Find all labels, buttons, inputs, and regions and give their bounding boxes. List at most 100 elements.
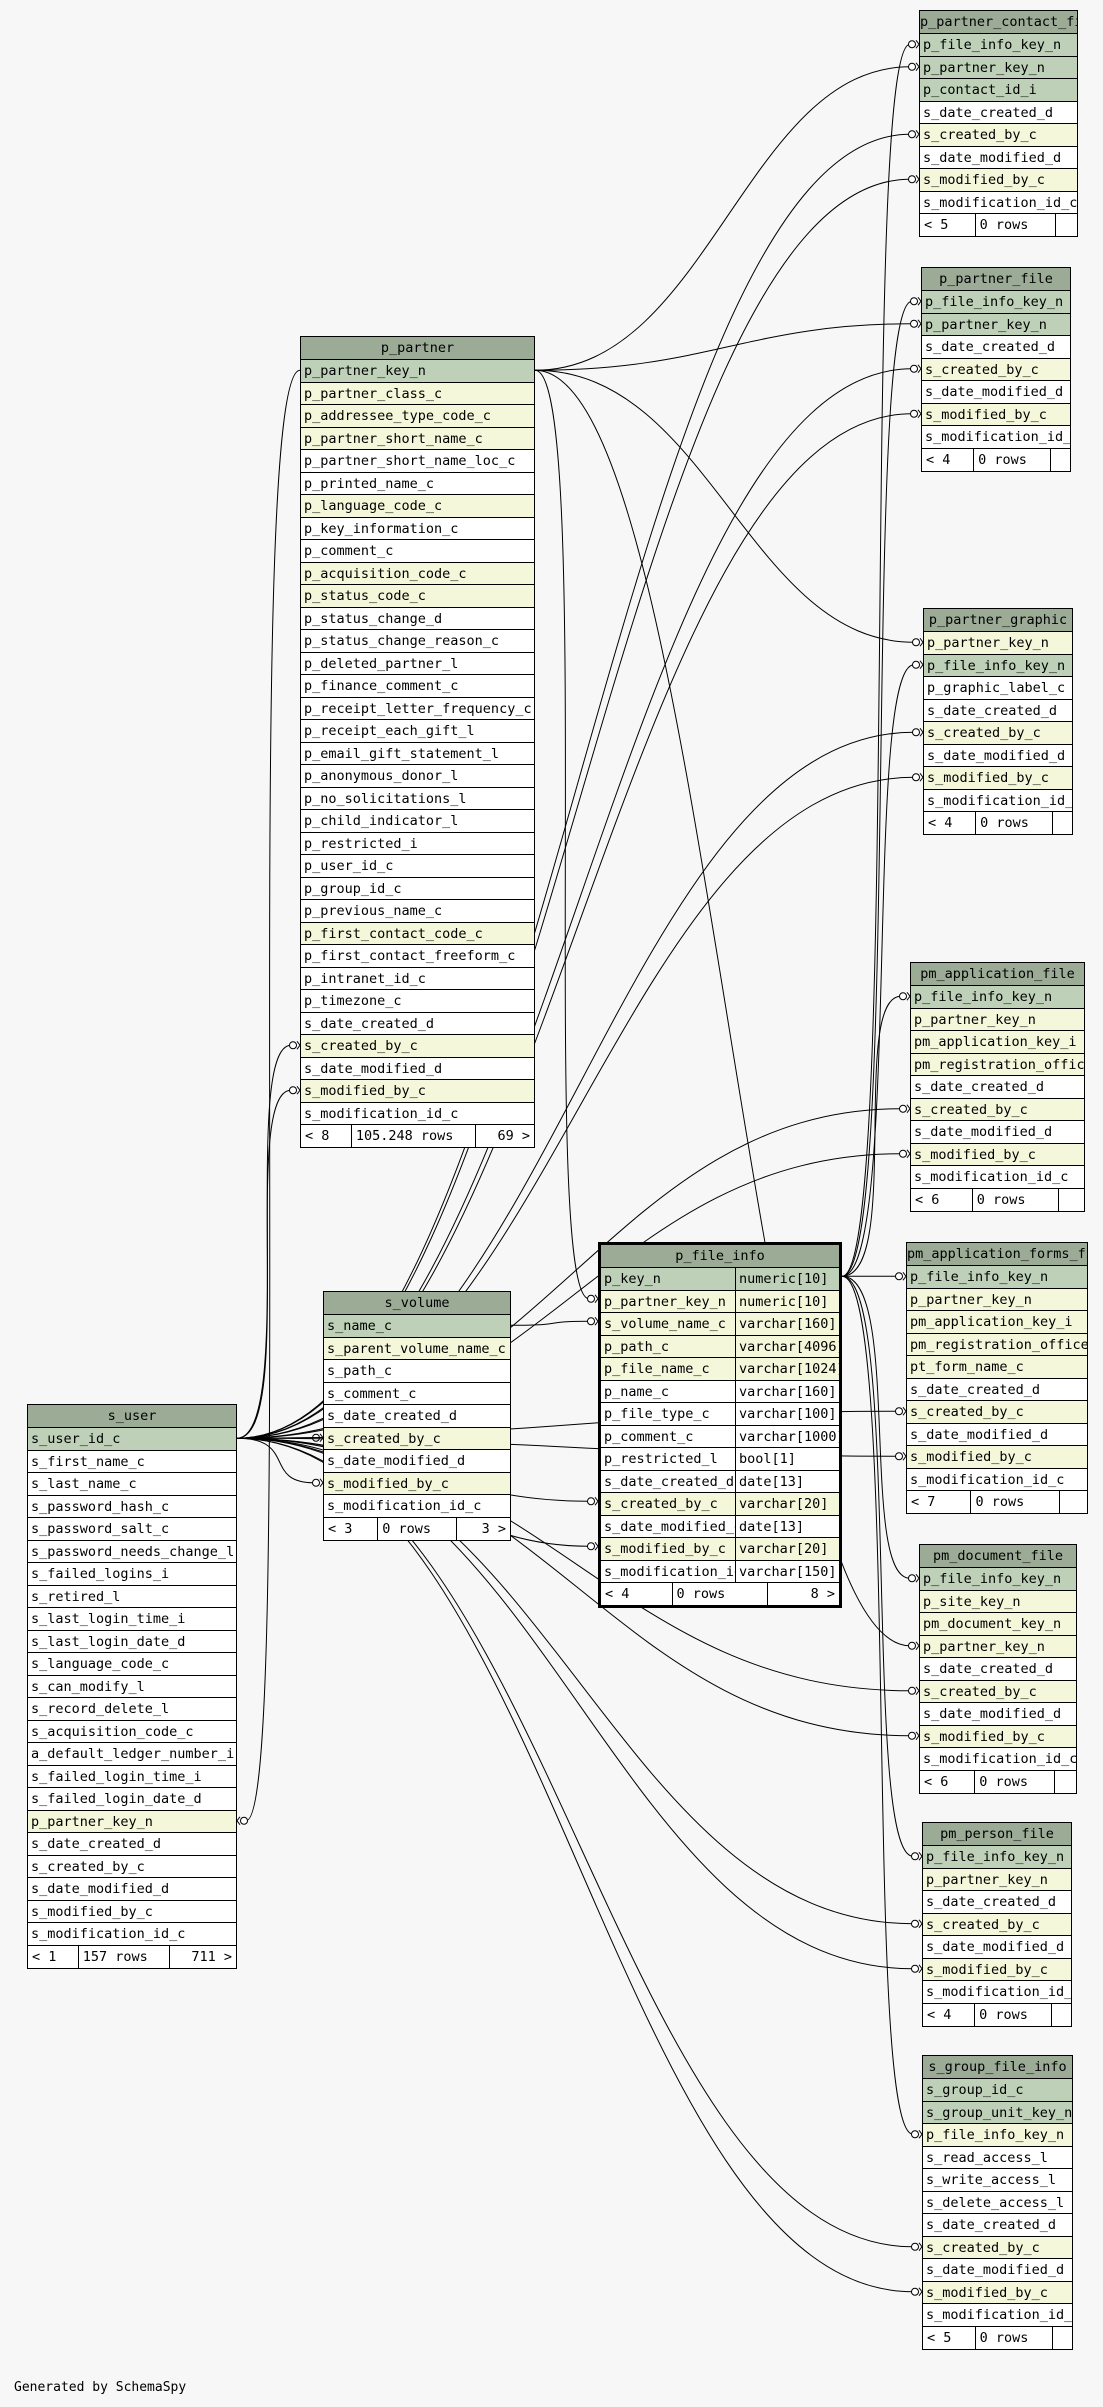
- column-row-p-printed-name-c[interactable]: p_printed_name_c: [301, 472, 534, 495]
- column-row-s-modified-by-c[interactable]: s_modified_by_c: [301, 1080, 534, 1103]
- column-row-s-date-modified-d[interactable]: s_date_modified_d: [301, 1057, 534, 1080]
- column-row-s-date-created-d[interactable]: s_date_created_d: [922, 336, 1070, 359]
- column-row-s-last-login-date-d[interactable]: s_last_login_date_d: [28, 1630, 236, 1653]
- column-row-p-child-indicator-l[interactable]: p_child_indicator_l: [301, 810, 534, 833]
- column-row-p-file-info-key-n[interactable]: p_file_info_key_n: [920, 1568, 1076, 1591]
- column-row-s-date-modified-d[interactable]: s_date_modified_d: [920, 146, 1077, 169]
- column-row-s-date-created-d[interactable]: s_date_created_d: [301, 1012, 534, 1035]
- column-row-s-date-modified-d[interactable]: s_date_modified_d: [924, 744, 1072, 767]
- column-row-p-status-change-reason-c[interactable]: p_status_change_reason_c: [301, 630, 534, 653]
- column-row-s-date-modified-d[interactable]: s_date_modified_d: [911, 1121, 1084, 1144]
- column-row-p-comment-c[interactable]: p_comment_c: [301, 540, 534, 563]
- column-row-p-file-info-key-n[interactable]: p_file_info_key_n: [922, 291, 1070, 314]
- column-row-s-date-created-d[interactable]: s_date_created_d: [923, 2214, 1072, 2237]
- column-row-p-contact-id-i[interactable]: p_contact_id_i: [920, 79, 1077, 102]
- column-row-s-modification-id-c[interactable]: s_modification_id_c: [324, 1495, 510, 1518]
- column-row-p-status-code-c[interactable]: p_status_code_c: [301, 585, 534, 608]
- column-row-p-addressee-type-code-c[interactable]: p_addressee_type_code_c: [301, 405, 534, 428]
- column-row-s-modified-by-c[interactable]: s_modified_by_c: [920, 1725, 1076, 1748]
- column-row-p-file-info-key-n[interactable]: p_file_info_key_n: [911, 986, 1084, 1009]
- column-row-s-modified-by-c[interactable]: s_modified_by_c: [924, 767, 1072, 790]
- table-pm_application_forms_file[interactable]: pm_application_forms_filep_file_info_key…: [906, 1242, 1088, 1514]
- column-row-p-finance-comment-c[interactable]: p_finance_comment_c: [301, 675, 534, 698]
- column-row-s-name-c[interactable]: s_name_c: [324, 1315, 510, 1338]
- column-row-s-group-unit-key-n[interactable]: s_group_unit_key_n: [923, 2101, 1072, 2124]
- table-title[interactable]: p_partner_graphic: [924, 609, 1072, 632]
- table-title[interactable]: pm_application_forms_file: [907, 1243, 1087, 1266]
- column-row-p-partner-key-n[interactable]: p_partner_key_n: [923, 1868, 1071, 1891]
- column-row-pm-registration-office-n[interactable]: pm_registration_office_n: [907, 1333, 1087, 1356]
- column-row-s-write-access-l[interactable]: s_write_access_l: [923, 2169, 1072, 2192]
- column-row-s-modification-id-c[interactable]: s_modification_id_c: [922, 426, 1070, 449]
- column-row-s-date-modified-d[interactable]: s_date_modified_d: [923, 2259, 1072, 2282]
- column-row-s-created-by-c[interactable]: s_created_by_c: [923, 1913, 1071, 1936]
- column-row-s-failed-login-date-d[interactable]: s_failed_login_date_d: [28, 1788, 236, 1811]
- column-row-p-partner-key-n[interactable]: p_partner_key_n: [911, 1008, 1084, 1031]
- column-row-s-created-by-c[interactable]: s_created_by_c: [324, 1427, 510, 1450]
- column-row-p-previous-name-c[interactable]: p_previous_name_c: [301, 900, 534, 923]
- column-row-s-date-created-d[interactable]: s_date_created_d: [924, 699, 1072, 722]
- column-row-s-created-by-c[interactable]: s_created_by_c: [907, 1401, 1087, 1424]
- column-row-s-created-by-c[interactable]: s_created_by_c: [920, 124, 1077, 147]
- column-row-s-password-needs-change-l[interactable]: s_password_needs_change_l: [28, 1540, 236, 1563]
- column-row-p-file-info-key-n[interactable]: p_file_info_key_n: [907, 1266, 1087, 1289]
- table-title[interactable]: p_partner_contact_file: [920, 11, 1077, 34]
- column-row-s-modified-by-c[interactable]: s_modified_by_c: [923, 2281, 1072, 2304]
- column-row-p-site-key-n[interactable]: p_site_key_n: [920, 1590, 1076, 1613]
- column-row-p-timezone-c[interactable]: p_timezone_c: [301, 990, 534, 1013]
- column-row-p-graphic-label-c[interactable]: p_graphic_label_c: [924, 677, 1072, 700]
- column-row-s-modification-id-c[interactable]: s_modification_id_c: [924, 789, 1072, 812]
- column-row-s-failed-logins-i[interactable]: s_failed_logins_i: [28, 1563, 236, 1586]
- column-row-s-modified-by-c[interactable]: s_modified_by_c: [324, 1472, 510, 1495]
- column-row-p-first-contact-code-c[interactable]: p_first_contact_code_c: [301, 922, 534, 945]
- column-row-s-user-id-c[interactable]: s_user_id_c: [28, 1428, 236, 1451]
- column-row-s-created-by-c[interactable]: s_created_by_c: [923, 2236, 1072, 2259]
- column-row-s-date-modified-d[interactable]: s_date_modified_d: [324, 1450, 510, 1473]
- table-title[interactable]: s_volume: [324, 1292, 510, 1315]
- column-row-p-first-contact-freeform-c[interactable]: p_first_contact_freeform_c: [301, 945, 534, 968]
- column-row-s-date-created-d[interactable]: s_date_created_d: [28, 1833, 236, 1856]
- column-row-s-created-by-c[interactable]: s_created_by_c: [301, 1035, 534, 1058]
- column-row-s-modified-by-c[interactable]: s_modified_by_c: [923, 1958, 1071, 1981]
- column-row-s-created-by-c[interactable]: s_created_by_c: [924, 722, 1072, 745]
- column-row-p-partner-key-n[interactable]: p_partner_key_n: [920, 56, 1077, 79]
- column-row-s-last-login-time-i[interactable]: s_last_login_time_i: [28, 1608, 236, 1631]
- column-row-s-date-created-d[interactable]: s_date_created_d: [907, 1378, 1087, 1401]
- column-row-s-date-created-d[interactable]: s_date_created_d: [920, 101, 1077, 124]
- column-row-s-date-modified-d[interactable]: s_date_modified_d: [28, 1878, 236, 1901]
- column-row-p-status-change-d[interactable]: p_status_change_d: [301, 607, 534, 630]
- column-row-p-file-info-key-n[interactable]: p_file_info_key_n: [923, 2124, 1072, 2147]
- column-row-pm-registration-office-n[interactable]: pm_registration_office_n: [911, 1053, 1084, 1076]
- column-row-s-modified-by-c[interactable]: s_modified_by_c: [28, 1900, 236, 1923]
- column-row-s-date-modified-d[interactable]: s_date_modified_d: [920, 1703, 1076, 1726]
- column-row-s-created-by-c[interactable]: s_created_by_c: [911, 1098, 1084, 1121]
- column-row-s-path-c[interactable]: s_path_c: [324, 1360, 510, 1383]
- column-row-s-created-by-c[interactable]: s_created_by_c: [920, 1680, 1076, 1703]
- column-row-s-retired-l[interactable]: s_retired_l: [28, 1585, 236, 1608]
- column-row-s-password-hash-c[interactable]: s_password_hash_c: [28, 1495, 236, 1518]
- column-row-s-modification-id-c[interactable]: s_modification_id_c: [920, 1748, 1076, 1771]
- column-row-s-created-by-c[interactable]: s_created_by_c: [922, 358, 1070, 381]
- column-row-p-receipt-letter-frequency-c[interactable]: p_receipt_letter_frequency_c: [301, 697, 534, 720]
- column-row-p-partner-short-name-loc-c[interactable]: p_partner_short_name_loc_c: [301, 450, 534, 473]
- column-row-s-date-created-d[interactable]: s_date_created_d: [911, 1076, 1084, 1099]
- column-row-s-password-salt-c[interactable]: s_password_salt_c: [28, 1518, 236, 1541]
